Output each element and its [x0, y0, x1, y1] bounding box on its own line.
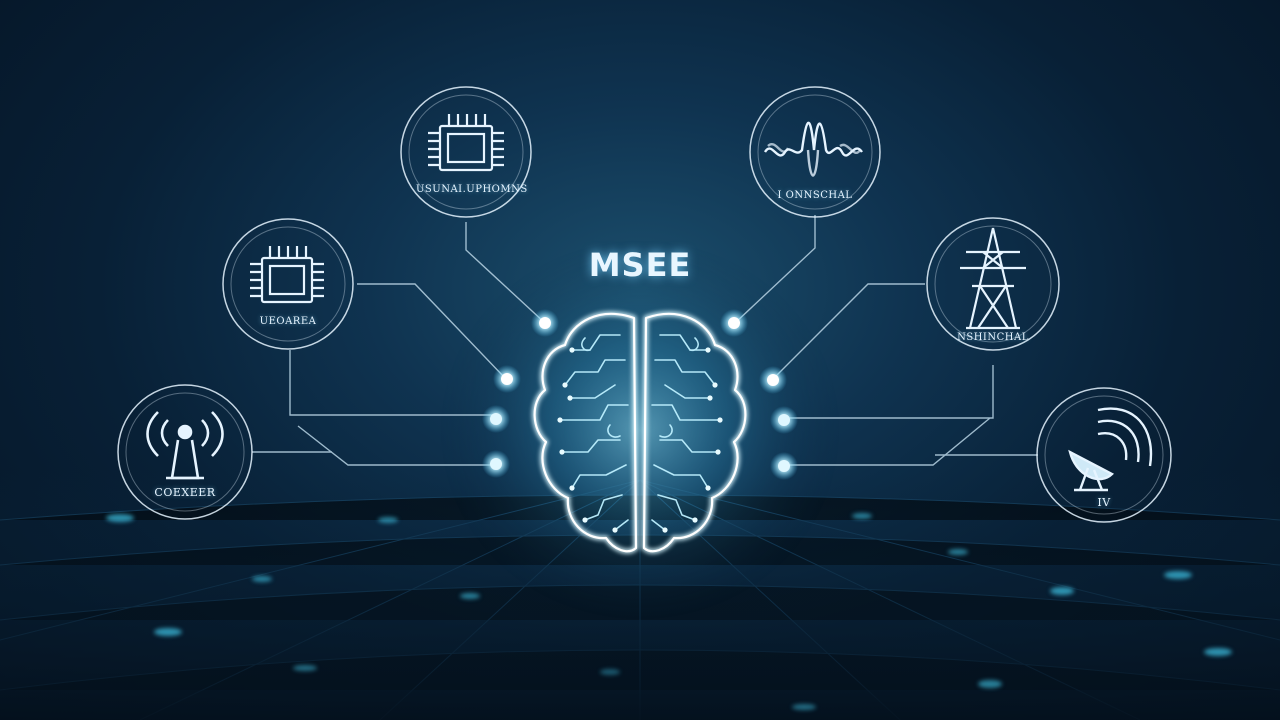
- antenna-node: [117, 384, 253, 520]
- floor-lights: [106, 513, 1232, 710]
- waveform-node: [749, 86, 881, 218]
- chip-node-left: [222, 218, 354, 350]
- satellite-dish-icon: [1068, 407, 1153, 492]
- microchip-icon: [428, 114, 504, 172]
- satellite-node-label: IV: [1097, 496, 1111, 509]
- satellite-node: [1036, 387, 1172, 523]
- brain-title: MSEE: [588, 246, 692, 284]
- chip-node-top: [400, 86, 532, 218]
- connector-dots: [482, 309, 798, 480]
- connector-lines: [252, 215, 1038, 466]
- brain-circuit-icon: [532, 311, 748, 554]
- waveform-icon: [763, 121, 863, 177]
- chip-node-left-label: UEOAREA: [259, 316, 317, 327]
- waveform-node-label: I ONNSCHAL: [777, 190, 853, 201]
- chip-node-top-label: USUNAI.UPHOMNS: [416, 184, 528, 195]
- power-tower-icon: [960, 227, 1026, 330]
- antenna-tower-icon: [146, 411, 224, 480]
- power-tower-node: [926, 217, 1060, 351]
- antenna-node-label: COEXEER: [154, 486, 216, 499]
- microchip-icon: [250, 246, 324, 304]
- power-tower-node-label: NSHINCHAL: [957, 332, 1029, 343]
